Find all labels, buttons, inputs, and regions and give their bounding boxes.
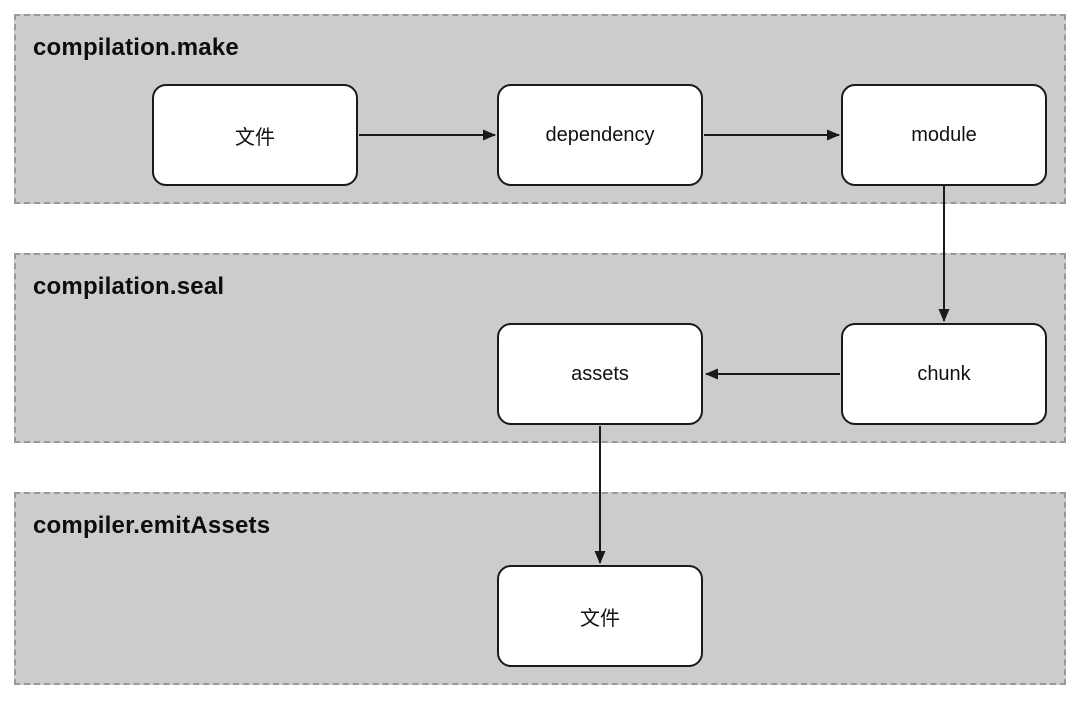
node-label-dependency: dependency [545, 123, 655, 146]
node-module: module [841, 84, 1047, 186]
node-chunk: chunk [841, 323, 1047, 425]
section-title-compiler-emitassets: compiler.emitAssets [33, 512, 271, 539]
section-title-compilation-seal: compilation.seal [33, 273, 225, 300]
node-label-module: module [911, 123, 977, 146]
node-dependency: dependency [497, 84, 703, 186]
node-assets: assets [497, 323, 703, 425]
node-label-file-output: 文件 [580, 607, 620, 630]
node-file-output: 文件 [497, 565, 703, 667]
node-label-assets: assets [571, 362, 629, 385]
node-label-chunk: chunk [917, 362, 971, 385]
section-title-compilation-make: compilation.make [33, 34, 239, 61]
node-file-source: 文件 [152, 84, 358, 186]
node-label-file-source: 文件 [235, 126, 275, 149]
